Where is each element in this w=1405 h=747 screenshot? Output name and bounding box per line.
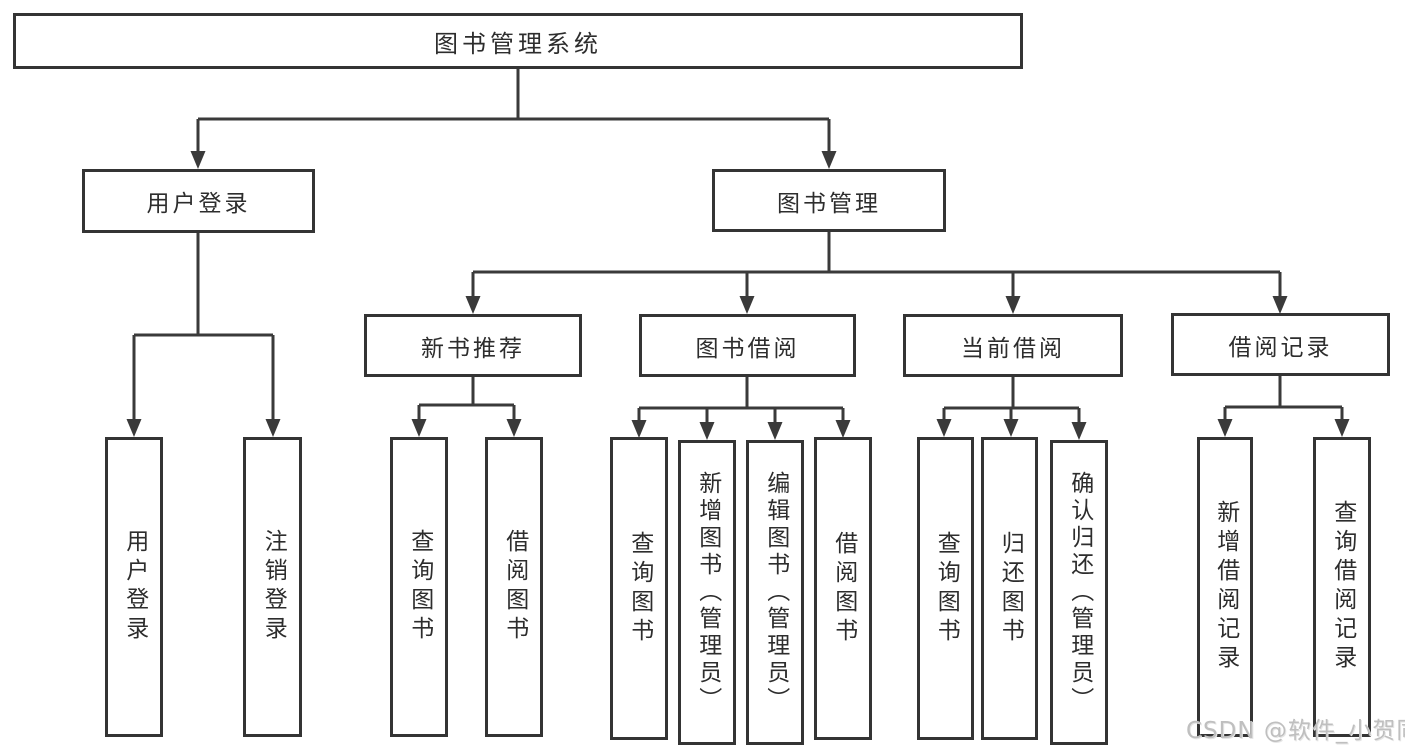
node-book-borrow: 图书借阅 [639, 314, 856, 377]
leaf-borrow-query-books: 查询图书 [610, 437, 668, 740]
leaf-add-books-admin: 新增图书（管理员） [678, 440, 736, 745]
node-borrow-records: 借阅记录 [1171, 313, 1390, 376]
leaf-current-query-books: 查询图书 [917, 437, 974, 740]
node-new-book-recommend: 新书推荐 [364, 314, 582, 377]
leaf-borrow-books: 借阅图书 [814, 437, 872, 740]
csdn-watermark: CSDN @软件_小贺同学 [1186, 718, 1405, 744]
leaf-recommend-borrow-books: 借阅图书 [485, 437, 543, 737]
leaf-user-login: 用户登录 [105, 437, 163, 737]
arrowheads [126, 151, 1350, 440]
leaf-confirm-return-admin: 确认归还（管理员） [1050, 440, 1108, 745]
node-root: 图书管理系统 [13, 13, 1023, 69]
leaf-return-books: 归还图书 [981, 437, 1038, 740]
leaf-query-borrow-record: 查询借阅记录 [1313, 437, 1371, 737]
node-book-management: 图书管理 [712, 169, 946, 232]
node-user-login: 用户登录 [82, 169, 315, 233]
leaf-edit-books-admin: 编辑图书（管理员） [746, 440, 804, 745]
node-current-borrow: 当前借阅 [903, 314, 1123, 377]
leaf-recommend-query-books: 查询图书 [390, 437, 448, 737]
leaf-logout: 注销登录 [243, 437, 302, 737]
leaf-add-borrow-record: 新增借阅记录 [1197, 437, 1253, 737]
